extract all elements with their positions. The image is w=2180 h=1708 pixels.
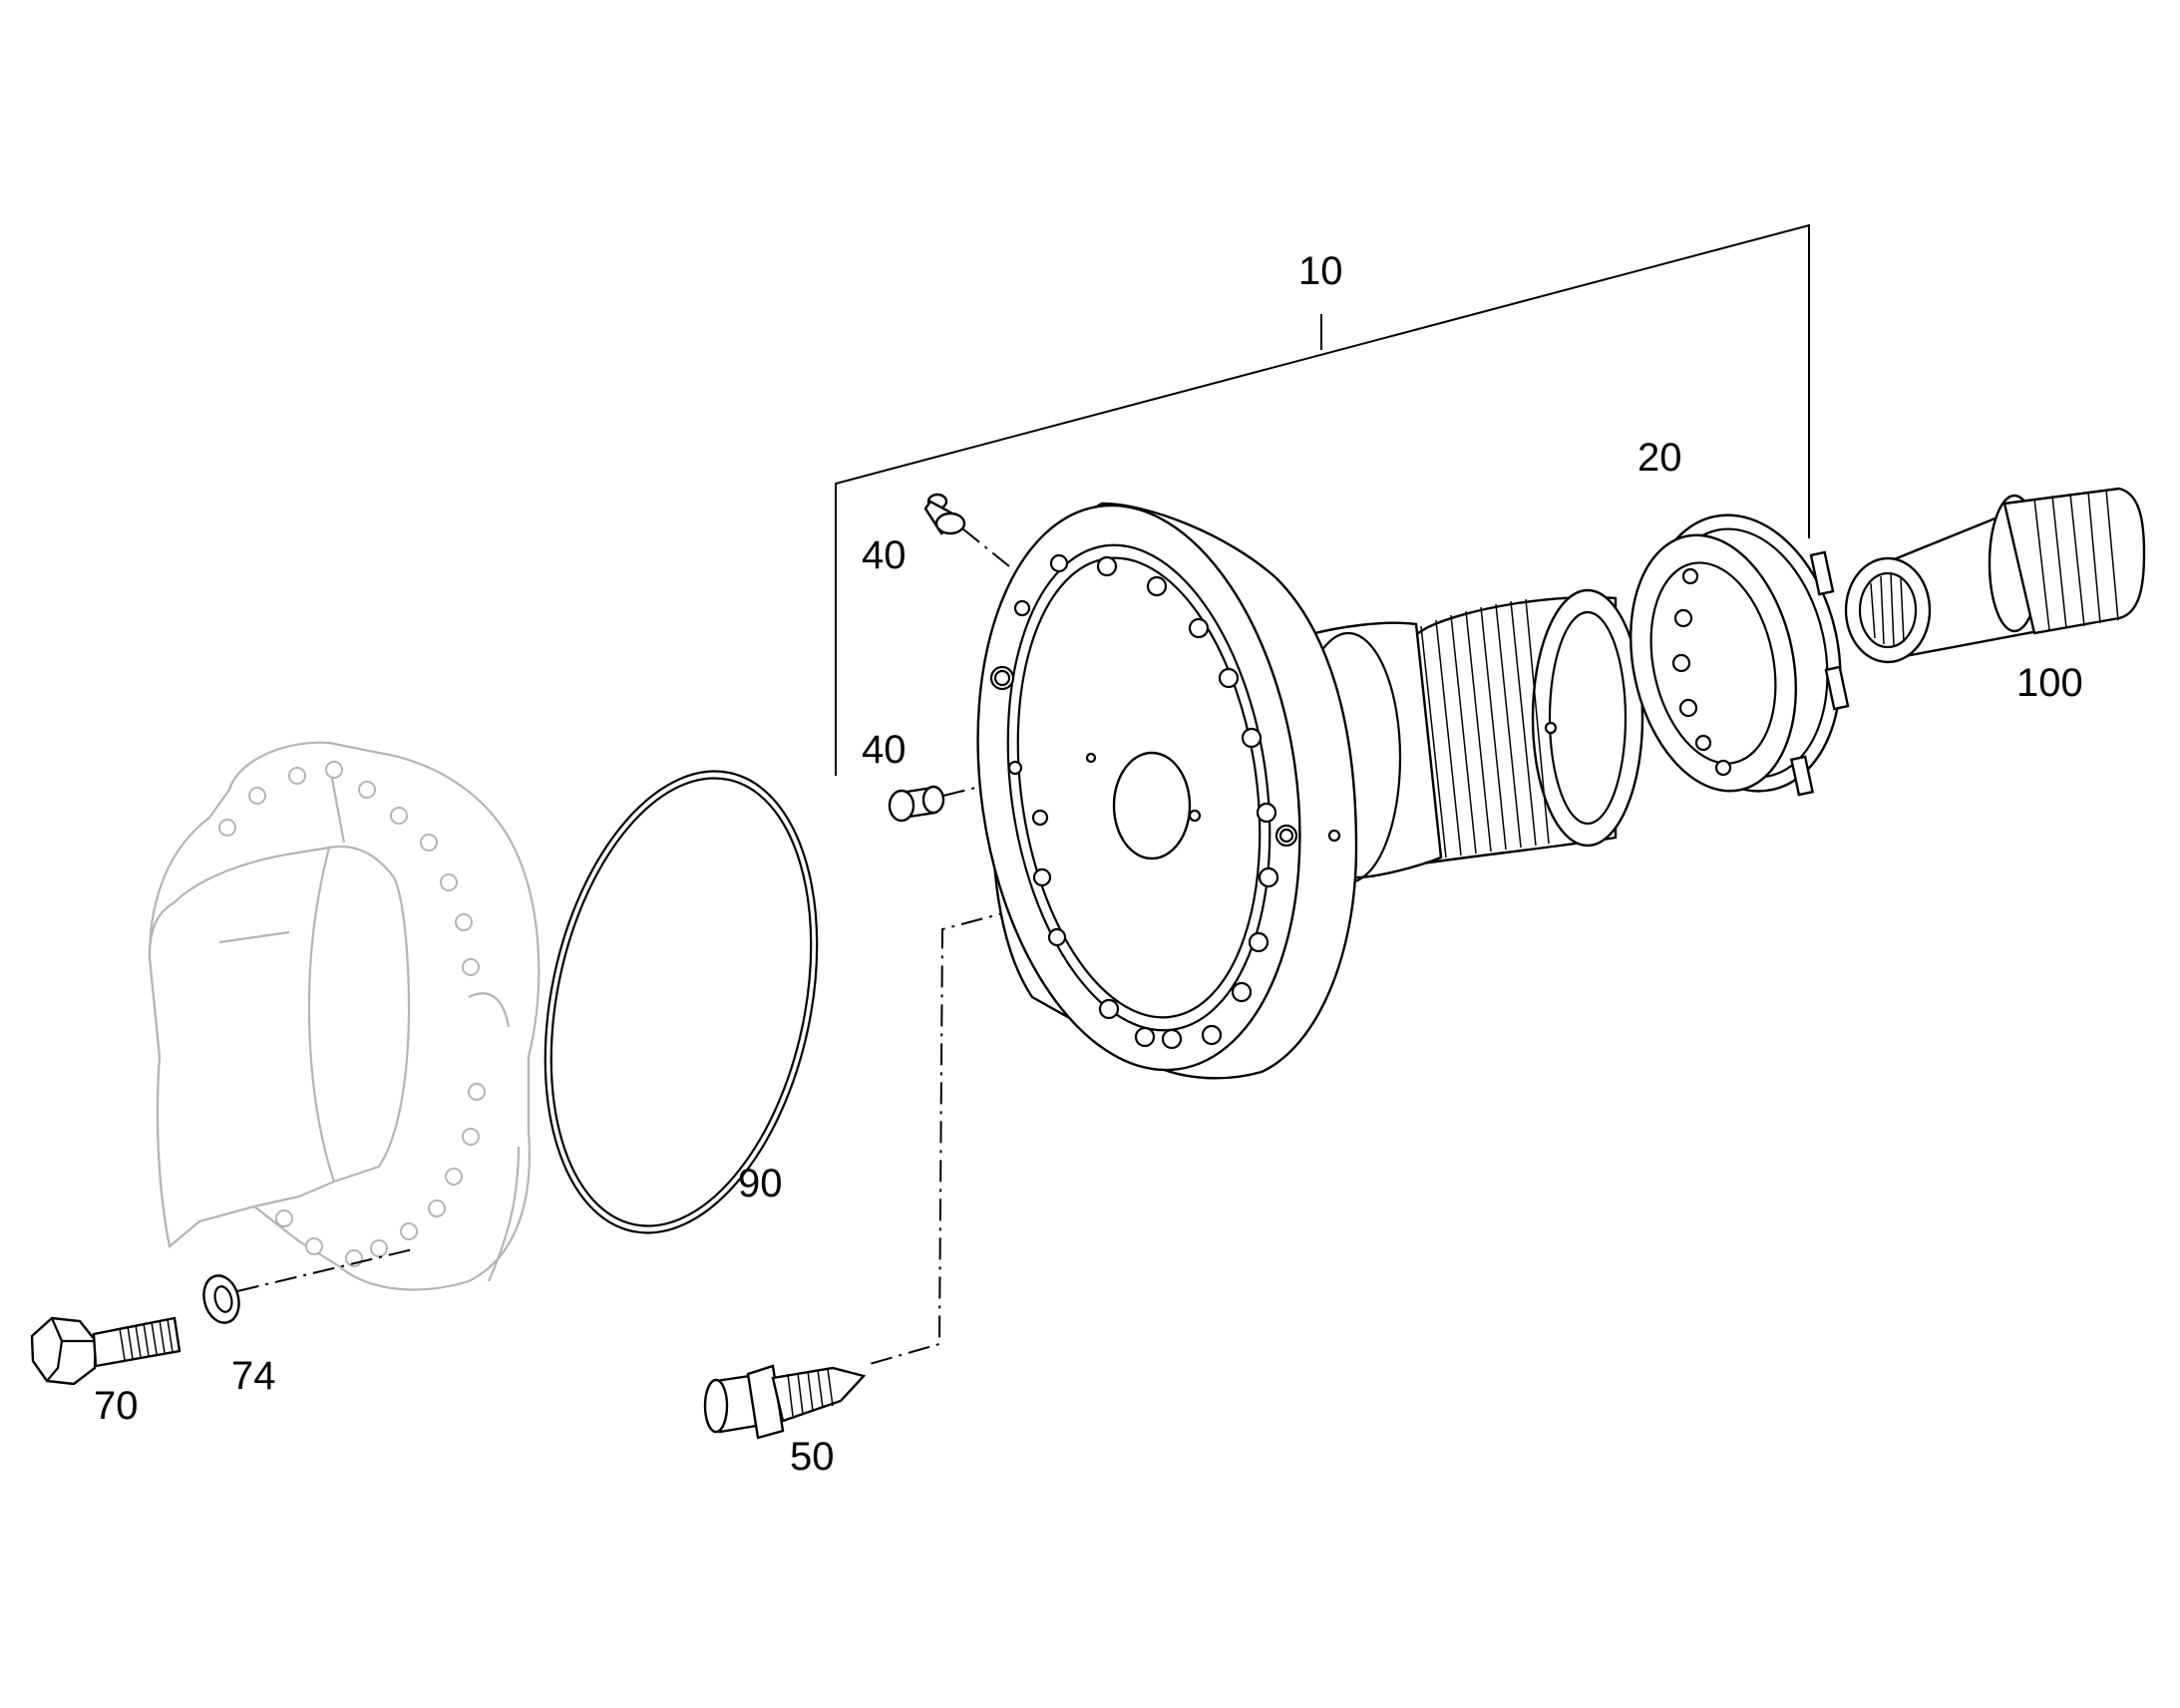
bolt-thread bbox=[119, 1318, 174, 1361]
pinion-shaft-100 bbox=[1844, 487, 2146, 664]
callout-90: 90 bbox=[738, 1162, 783, 1205]
callout-40-top: 40 bbox=[862, 533, 907, 577]
callout-40-bottom: 40 bbox=[862, 728, 907, 772]
breather-screw-50 bbox=[703, 1364, 867, 1440]
hub-shaft-10 bbox=[976, 502, 1644, 1080]
flange-bolt-holes bbox=[1007, 553, 1279, 1050]
o-ring-90 bbox=[544, 770, 819, 1234]
plug-40-bottom bbox=[888, 785, 945, 823]
callout-74: 74 bbox=[231, 1354, 276, 1398]
ghost-housing bbox=[148, 741, 541, 1291]
assembly-10-bracket bbox=[835, 223, 1810, 776]
callout-50: 50 bbox=[790, 1435, 835, 1479]
ring-nut-20 bbox=[1630, 513, 1850, 797]
callout-10: 10 bbox=[1298, 249, 1343, 293]
callout-70: 70 bbox=[94, 1384, 139, 1428]
callout-labels: 10 20 40 40 100 90 74 70 50 bbox=[94, 249, 2083, 1479]
callout-20: 20 bbox=[1637, 436, 1682, 480]
washer-74 bbox=[202, 1274, 240, 1324]
callout-100: 100 bbox=[2016, 661, 2083, 705]
pinion-teeth bbox=[2033, 489, 2119, 631]
shaft-splines bbox=[1420, 598, 1550, 858]
plug-40-top bbox=[923, 493, 966, 535]
pinion-bore-splines bbox=[1870, 573, 1905, 647]
bolt-70 bbox=[30, 1316, 182, 1386]
